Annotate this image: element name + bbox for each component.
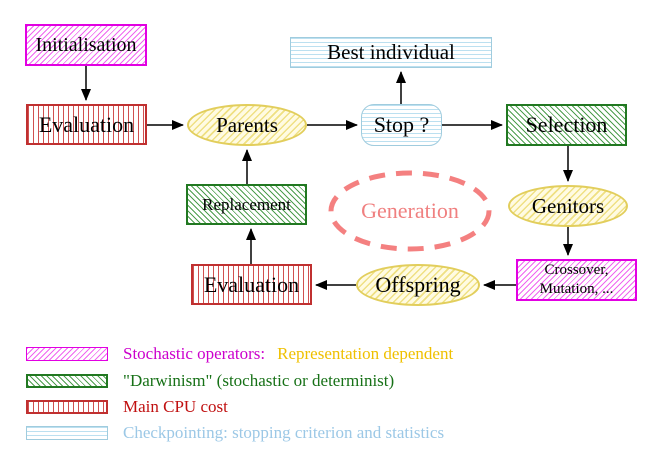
crossover-line1: Crossover, [544,262,609,279]
node-genitors: Genitors [508,185,628,227]
node-replacement: Replacement [186,184,307,225]
node-crossover-mutation: Crossover, Mutation, ... [516,259,637,301]
node-best-individual: Best individual [290,37,492,68]
node-selection: Selection [506,104,627,146]
legend-label-main-cpu-cost: Main CPU cost [123,397,228,416]
node-parents: Parents [187,104,307,146]
node-evaluation-bottom: Evaluation [191,264,312,305]
legend-row-darwinism: "Darwinism" (stochastic or determinist) [26,371,394,391]
crossover-line2: Mutation, ... [539,281,614,297]
node-stop-condition: Stop ? [361,104,442,146]
legend-swatch-green-hatch [26,374,108,388]
legend-swatch-red-vertical-lines [26,400,108,414]
legend-label-representation-dependent: Representation dependent [277,344,454,363]
legend-label-stochastic: Stochastic operators: [123,344,266,363]
node-evaluation-top: Evaluation [26,104,147,145]
legend-label-darwinism: "Darwinism" (stochastic or determinist) [123,371,395,390]
legend-row-checkpointing: Checkpointing: stopping criterion and st… [26,423,444,443]
legend-row-main-cpu-cost: Main CPU cost [26,397,228,417]
legend-swatch-cyan-horizontal-lines [26,426,108,440]
node-offspring: Offspring [356,264,480,306]
legend-row-stochastic-operators: Stochastic operators: Representation dep… [26,344,453,364]
generation-loop-label: Generation [361,198,459,223]
node-initialisation: Initialisation [25,24,147,66]
legend-label-checkpointing: Checkpointing: stopping criterion and st… [123,423,445,442]
legend-swatch-magenta-hatch [26,347,108,361]
